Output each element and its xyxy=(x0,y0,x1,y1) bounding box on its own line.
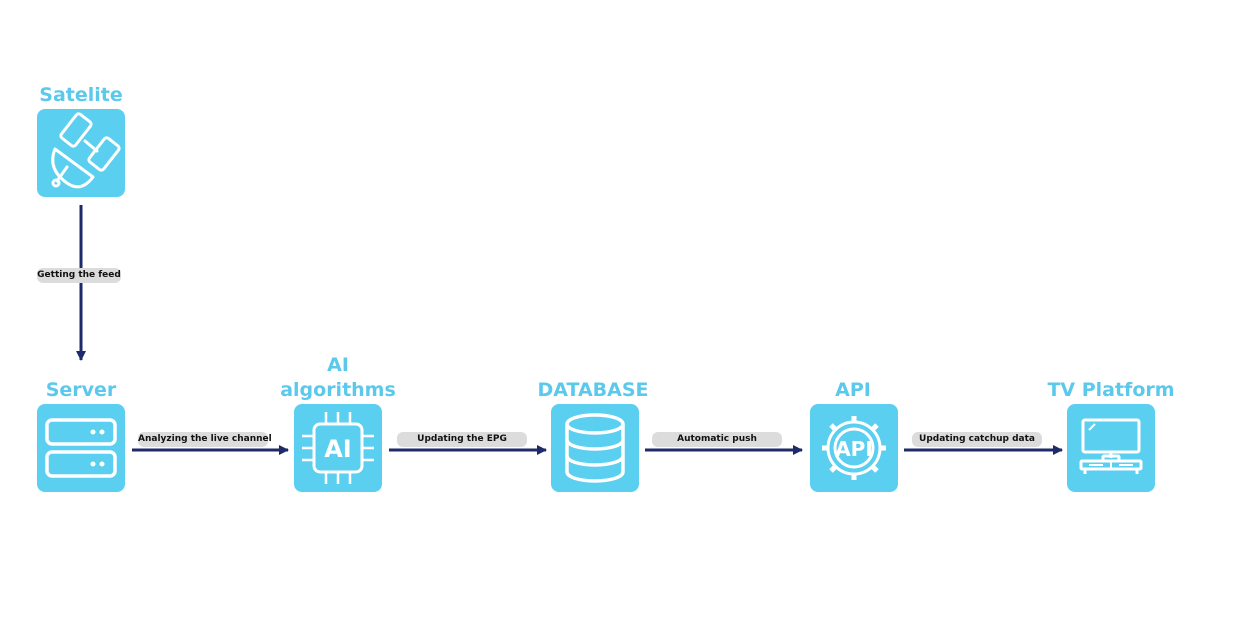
edge-label-automatic-push: Automatic push xyxy=(652,432,782,447)
tv-platform-title: TV Platform xyxy=(1047,379,1175,401)
edge-label-updating-catchup-data: Updating catchup data xyxy=(912,432,1042,447)
ai-chip-icon: AI xyxy=(294,404,382,492)
api-gear-icon: API xyxy=(810,404,898,492)
satellite-icon xyxy=(37,109,125,197)
satelite-title: Satelite xyxy=(39,84,123,106)
server-icon xyxy=(37,404,125,492)
api-icon-text: API xyxy=(835,437,873,461)
database-icon xyxy=(551,404,639,492)
edge-label-getting-the-feed: Getting the feed xyxy=(37,268,121,283)
ai-chip-text: AI xyxy=(324,435,352,463)
edge-label-analyzing-live-channel: Analyzing the live channel xyxy=(138,432,272,447)
api-title: API xyxy=(835,379,871,401)
edge-label-updating-epg: Updating the EPG xyxy=(397,432,527,447)
tv-icon xyxy=(1067,404,1155,492)
database-title: DATABASE xyxy=(537,379,649,401)
ai-title-line2: algorithms xyxy=(280,379,396,401)
server-title: Server xyxy=(45,379,117,401)
ai-title-line1: AI xyxy=(327,354,349,376)
